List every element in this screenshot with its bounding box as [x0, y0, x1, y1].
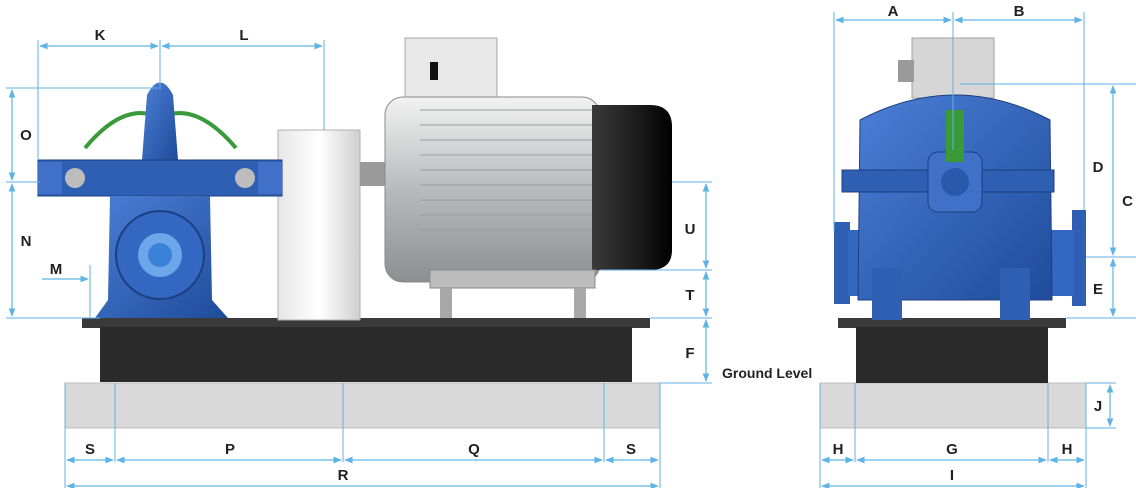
- baseplate-end: [838, 318, 1066, 328]
- label-B: B: [1014, 3, 1025, 20]
- label-U: U: [685, 221, 696, 238]
- label-S-left: S: [85, 441, 95, 458]
- split-case-pump-end: [834, 94, 1086, 320]
- label-J: J: [1094, 398, 1102, 415]
- motor-shaft: [360, 162, 386, 186]
- baseplate-side: [82, 318, 650, 382]
- label-G: G: [946, 441, 958, 458]
- foundation-block-end: [819, 382, 1087, 429]
- label-R: R: [338, 467, 349, 484]
- foundation-block-side: [64, 382, 661, 429]
- dimension-labels: K L O N M U T F Ground Level S P Q S R A…: [20, 3, 1133, 484]
- split-case-pump-side: [37, 82, 283, 318]
- label-I: I: [950, 467, 954, 484]
- label-O: O: [20, 127, 32, 144]
- label-K: K: [95, 27, 106, 44]
- label-N: N: [21, 233, 32, 250]
- label-Q: Q: [468, 441, 480, 458]
- coupling-guard: [277, 129, 361, 321]
- electric-motor-side: [384, 37, 672, 318]
- end-view: [819, 12, 1136, 488]
- ground-level-label: Ground Level: [722, 365, 812, 381]
- label-P: P: [225, 441, 235, 458]
- dimension-lines-side: [6, 40, 712, 488]
- label-A: A: [888, 3, 899, 20]
- label-T: T: [685, 287, 694, 304]
- label-D: D: [1093, 159, 1104, 176]
- label-S-right: S: [626, 441, 636, 458]
- label-F: F: [685, 345, 694, 362]
- label-H-right: H: [1062, 441, 1073, 458]
- label-E: E: [1093, 281, 1103, 298]
- dimension-lines-end: [819, 12, 1136, 488]
- label-H-left: H: [833, 441, 844, 458]
- motor-end-view: [898, 37, 995, 99]
- label-L: L: [239, 27, 248, 44]
- label-C: C: [1122, 193, 1133, 210]
- side-view: [6, 37, 712, 488]
- label-M: M: [50, 261, 63, 278]
